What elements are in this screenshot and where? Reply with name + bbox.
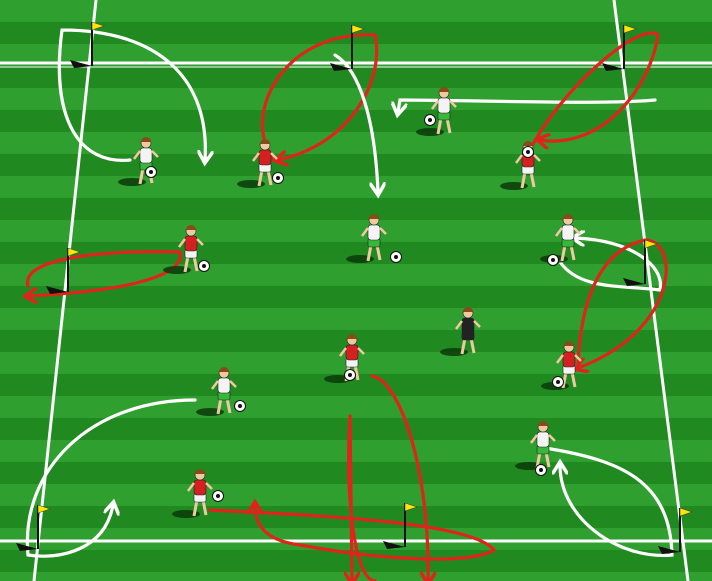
- player-shirt: [140, 148, 152, 163]
- grass-stripe: [0, 440, 712, 462]
- ball-patch: [348, 373, 352, 377]
- player-shirt: [563, 352, 575, 367]
- player-shirt: [537, 432, 549, 447]
- player-shirt: [368, 225, 380, 240]
- player-shirt: [194, 480, 206, 495]
- player-shirt: [218, 378, 230, 393]
- ball-patch: [238, 404, 242, 408]
- ball-patch: [202, 264, 206, 268]
- grass-stripe: [0, 484, 712, 506]
- ball-patch: [539, 468, 543, 472]
- player-shirt: [462, 318, 474, 333]
- player-shirt: [259, 150, 271, 165]
- grass-stripe: [0, 462, 712, 484]
- ball-patch: [149, 170, 153, 174]
- ball-patch: [216, 494, 220, 498]
- grass-stripe: [0, 110, 712, 132]
- player-shirt: [562, 225, 574, 240]
- player-shirt: [346, 345, 358, 360]
- ball-patch: [428, 118, 432, 122]
- grass-stripe: [0, 308, 712, 330]
- grass-stripe: [0, 88, 712, 110]
- ball-patch: [556, 380, 560, 384]
- grass-stripe: [0, 220, 712, 242]
- ball-patch: [551, 258, 555, 262]
- ball-patch: [276, 176, 280, 180]
- grass-stripe: [0, 0, 712, 22]
- grass-stripe: [0, 132, 712, 154]
- ball-patch: [394, 255, 398, 259]
- player-shirt: [185, 236, 197, 251]
- ball-patch: [526, 150, 530, 154]
- grass-stripe: [0, 176, 712, 198]
- grass-stripe: [0, 418, 712, 440]
- player-shirt: [438, 98, 450, 113]
- grass-stripe: [0, 198, 712, 220]
- grass-stripe: [0, 572, 712, 581]
- grass-stripe: [0, 396, 712, 418]
